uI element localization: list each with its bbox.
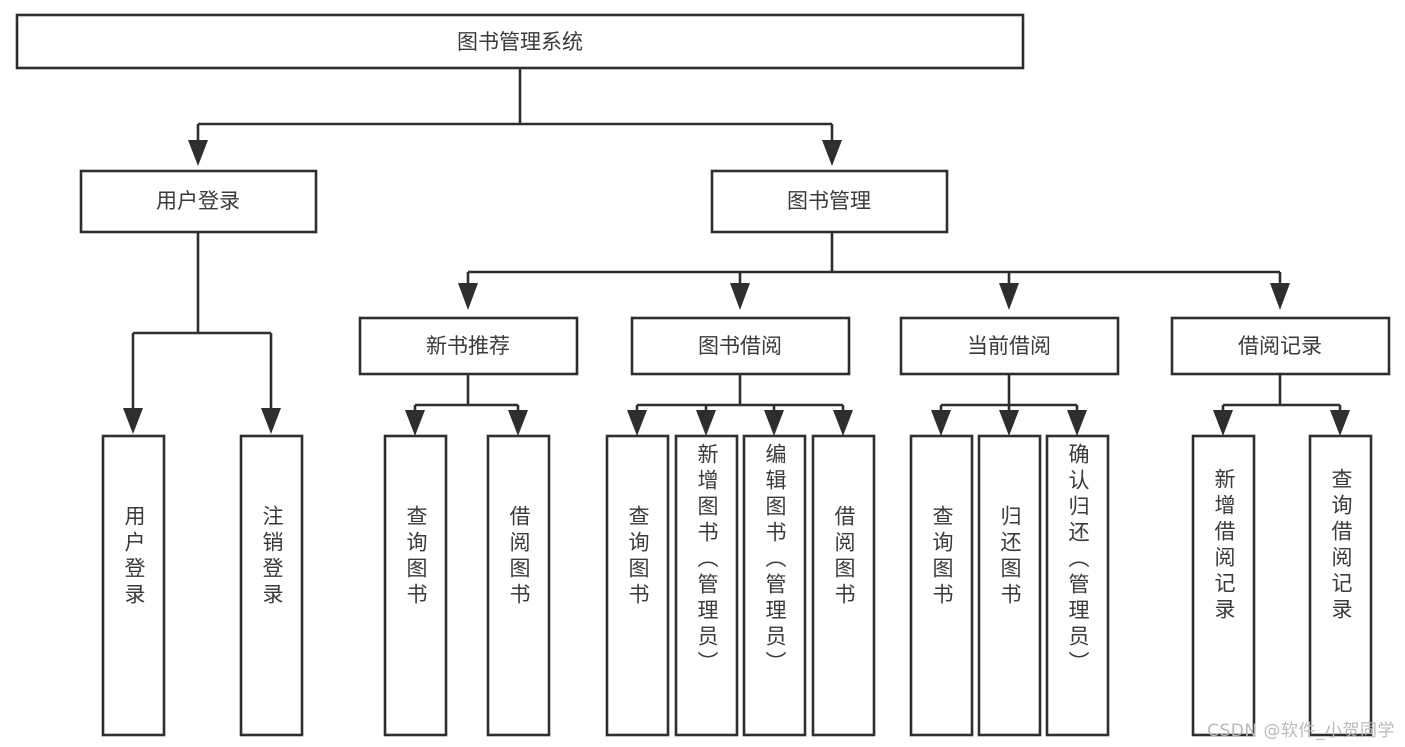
- leaf-node[interactable]: [674, 434, 739, 737]
- node-book-manage-label: 图书管理: [787, 189, 871, 213]
- node-root-rect: [15, 13, 1025, 70]
- leaf-currentborrow-confirm-rect: [1045, 434, 1110, 737]
- node-borrow-record-label: 借阅记录: [1238, 334, 1322, 358]
- leaf-node[interactable]: [811, 434, 876, 737]
- arrow-head-borrowrecord-leaf-2: [1330, 410, 1350, 436]
- arrow-head-borrowrecord-leaf-1: [1213, 410, 1233, 436]
- arrow-head-bookborrow-leaf-2: [696, 410, 716, 436]
- connector-borrow-record-to-leaves: [1213, 374, 1350, 436]
- leaf-node[interactable]: [1045, 434, 1110, 737]
- arrow-head-currentborrow-leaf-2: [999, 410, 1019, 436]
- arrow-head-book-manage: [822, 140, 842, 166]
- leaf-user-login-rect: [101, 434, 166, 737]
- leaf-currentborrow-query-rect: [909, 434, 974, 737]
- connector-current-borrow-to-leaves: [931, 374, 1087, 436]
- node-current-borrow-label: 当前借阅: [967, 334, 1051, 358]
- node-borrow-record-rect: [1170, 316, 1391, 376]
- node-current-borrow[interactable]: 当前借阅: [899, 316, 1120, 376]
- connector-book-manage-to-level3: [458, 232, 1290, 310]
- node-book-borrow[interactable]: 图书借阅: [630, 316, 851, 376]
- node-book-manage-rect: [710, 169, 949, 234]
- leaf-node[interactable]: [605, 434, 670, 737]
- leaf-node[interactable]: [1191, 434, 1256, 737]
- node-new-book-recommend-label: 新书推荐: [426, 334, 510, 358]
- node-book-manage[interactable]: 图书管理: [710, 169, 949, 234]
- connector-user-login-to-leaves: [123, 232, 281, 434]
- arrow-head-book-borrow: [730, 283, 750, 310]
- arrow-head-leaf-logout: [261, 408, 281, 434]
- node-user-login[interactable]: 用户登录: [79, 169, 318, 234]
- node-new-book-recommend[interactable]: 新书推荐: [358, 316, 579, 376]
- node-new-book-recommend-rect: [358, 316, 579, 376]
- node-borrow-record[interactable]: 借阅记录: [1170, 316, 1391, 376]
- leaf-node[interactable]: [742, 434, 807, 737]
- arrow-head-bookborrow-leaf-1: [627, 410, 647, 436]
- leaf-node[interactable]: [239, 434, 304, 737]
- leaf-currentborrow-return-rect: [977, 434, 1042, 737]
- node-user-login-label: 用户登录: [156, 189, 240, 213]
- leaf-borrowrecord-add-rect: [1191, 434, 1256, 737]
- leaf-node[interactable]: [977, 434, 1042, 737]
- leaf-node[interactable]: [383, 434, 448, 737]
- node-root[interactable]: 图书管理系统: [15, 13, 1025, 70]
- arrow-head-current-borrow: [999, 283, 1019, 310]
- arrow-head-leaf-user-login: [123, 408, 143, 434]
- leaf-node[interactable]: [101, 434, 166, 737]
- node-book-borrow-rect: [630, 316, 851, 376]
- leaf-newbook-query-rect: [383, 434, 448, 737]
- arrow-head-currentborrow-leaf-1: [931, 410, 951, 436]
- leaf-bookborrow-borrow-rect: [811, 434, 876, 737]
- leaf-node[interactable]: [486, 434, 551, 737]
- arrow-head-bookborrow-leaf-4: [833, 410, 853, 436]
- node-root-label: 图书管理系统: [457, 30, 583, 54]
- leaf-node[interactable]: [909, 434, 974, 737]
- leaf-newbook-borrow-rect: [486, 434, 551, 737]
- leaf-borrowrecord-query-rect: [1308, 434, 1373, 737]
- node-current-borrow-rect: [899, 316, 1120, 376]
- leaf-bookborrow-query-rect: [605, 434, 670, 737]
- leaf-node[interactable]: [1308, 434, 1373, 737]
- connector-root-to-level2: [188, 68, 842, 166]
- leaf-logout-rect: [239, 434, 304, 737]
- connector-book-borrow-to-leaves: [627, 374, 853, 436]
- arrow-head-newbook-leaf-1: [405, 410, 425, 436]
- connector-new-book-to-leaves: [405, 374, 528, 436]
- arrow-head-currentborrow-leaf-3: [1067, 410, 1087, 436]
- arrow-head-new-book: [458, 283, 478, 310]
- arrow-head-borrow-record: [1270, 283, 1290, 310]
- watermark-label: CSDN @软件_小贺同学: [1207, 721, 1395, 741]
- leaf-bookborrow-edit-rect: [742, 434, 807, 737]
- arrow-head-newbook-leaf-2: [508, 410, 528, 436]
- arrow-head-user-login: [188, 140, 208, 166]
- arrow-head-bookborrow-leaf-3: [764, 410, 784, 436]
- leaf-bookborrow-add-rect: [674, 434, 739, 737]
- node-user-login-rect: [79, 169, 318, 234]
- node-book-borrow-label: 图书借阅: [698, 334, 782, 358]
